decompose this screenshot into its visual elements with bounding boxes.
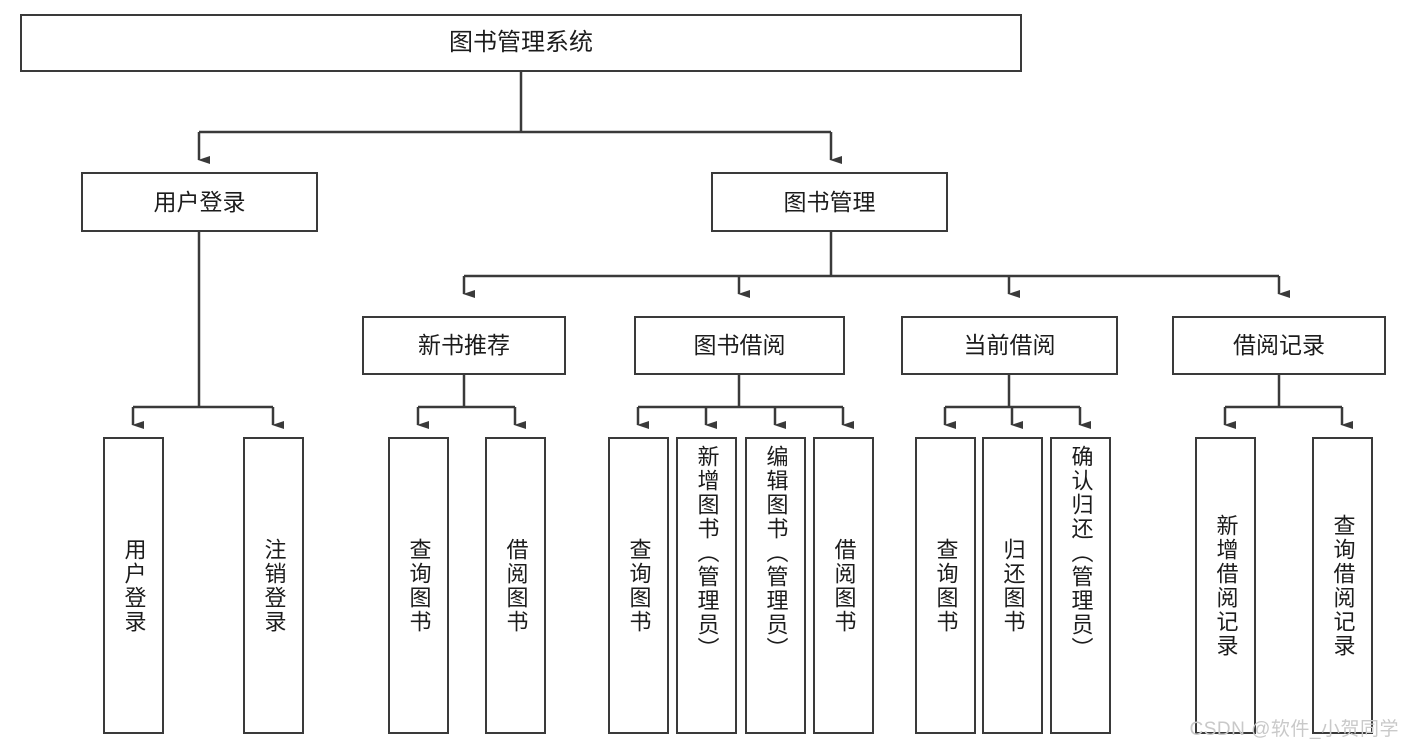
leaf-book-borrow-add-book-admin[interactable]: 新增图书（管理员） (676, 437, 737, 734)
node-label: 图书管理系统 (449, 29, 593, 57)
node-book-management[interactable]: 图书管理 (711, 172, 948, 232)
leaf-book-borrow-borrow-book[interactable]: 借阅图书 (813, 437, 874, 734)
node-label: 新书推荐 (418, 332, 510, 359)
node-current-borrow[interactable]: 当前借阅 (901, 316, 1118, 375)
leaf-current-borrow-confirm-return-admin[interactable]: 确认归还（管理员） (1050, 437, 1111, 734)
leaf-current-borrow-query-book[interactable]: 查询图书 (915, 437, 976, 734)
node-book-borrow[interactable]: 图书借阅 (634, 316, 845, 375)
leaf-label: 新增图书（管理员） (694, 445, 720, 661)
leaf-label: 归还图书 (1000, 537, 1026, 634)
leaf-label: 确认归还（管理员） (1068, 445, 1094, 661)
leaf-label: 用户登录 (121, 537, 147, 634)
leaf-label: 查询图书 (406, 537, 432, 634)
leaf-new-book-query-book[interactable]: 查询图书 (388, 437, 449, 734)
leaf-label: 注销登录 (261, 537, 287, 634)
leaf-label: 借阅图书 (831, 537, 857, 634)
watermark: CSDN @软件_小贺同学 (1189, 719, 1399, 740)
leaf-label: 查询借阅记录 (1330, 513, 1356, 658)
leaf-current-borrow-return-book[interactable]: 归还图书 (982, 437, 1043, 734)
leaf-borrow-record-add-record[interactable]: 新增借阅记录 (1195, 437, 1256, 734)
node-root-book-management-system[interactable]: 图书管理系统 (20, 14, 1022, 72)
leaf-book-borrow-query-book[interactable]: 查询图书 (608, 437, 669, 734)
node-label: 用户登录 (153, 188, 246, 215)
leaf-label: 编辑图书（管理员） (763, 445, 789, 661)
leaf-label: 新增借阅记录 (1213, 513, 1239, 658)
leaf-new-book-borrow-book[interactable]: 借阅图书 (485, 437, 546, 734)
leaf-borrow-record-query-record[interactable]: 查询借阅记录 (1312, 437, 1373, 734)
leaf-user-login-logout[interactable]: 注销登录 (243, 437, 304, 734)
leaf-book-borrow-edit-book-admin[interactable]: 编辑图书（管理员） (745, 437, 806, 734)
leaf-label: 借阅图书 (503, 537, 529, 634)
leaf-user-login-login[interactable]: 用户登录 (103, 437, 164, 734)
node-label: 当前借阅 (963, 332, 1056, 359)
node-borrow-record[interactable]: 借阅记录 (1172, 316, 1386, 375)
node-label: 借阅记录 (1233, 332, 1325, 359)
node-label: 图书借阅 (693, 332, 786, 359)
node-label: 图书管理 (783, 188, 876, 215)
node-user-login[interactable]: 用户登录 (81, 172, 318, 232)
leaf-label: 查询图书 (933, 537, 959, 634)
leaf-label: 查询图书 (626, 537, 652, 634)
node-new-book-recommend[interactable]: 新书推荐 (362, 316, 566, 375)
